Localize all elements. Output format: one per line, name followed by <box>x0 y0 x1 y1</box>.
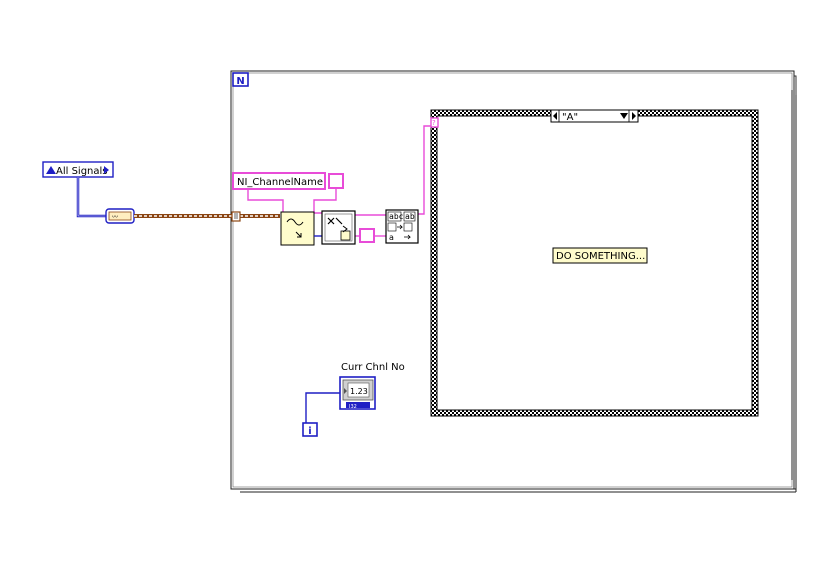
string-constant-small[interactable] <box>359 228 375 243</box>
loop-count-terminal[interactable]: N <box>232 72 249 87</box>
case-selector-label[interactable]: "A" <box>550 109 639 123</box>
svg-text:abc: abc <box>389 212 404 221</box>
comment-text: DO SOMETHING... <box>556 251 645 262</box>
iteration-terminal[interactable]: i <box>302 422 318 437</box>
indexing-tunnel[interactable] <box>231 211 241 222</box>
all-signals-label: All Signals <box>56 166 108 177</box>
decrement-arrow-icon[interactable] <box>553 112 557 120</box>
indicator-value: 1.23 <box>350 387 368 396</box>
up-arrow-icon <box>46 166 56 174</box>
indicator-label: Curr Chnl No <box>341 362 405 373</box>
dropdown-arrow-icon[interactable] <box>620 113 628 119</box>
case-selector-value: "A" <box>562 112 578 123</box>
string-wires <box>247 125 432 237</box>
iteration-wire <box>305 392 340 423</box>
waveform-icon: 〰 <box>112 214 118 221</box>
increment-arrow-icon[interactable] <box>632 112 636 120</box>
svg-text:ab: ab <box>405 212 415 221</box>
count-terminal-label: N <box>236 76 244 87</box>
channel-name-text: NI_ChannelName <box>237 177 323 188</box>
waveform-conversion-node[interactable]: 〰 <box>105 208 135 224</box>
get-waveform-attribute-node[interactable] <box>280 211 315 246</box>
case-selector-terminal[interactable] <box>430 117 439 128</box>
iteration-terminal-label: i <box>308 426 311 437</box>
variant-icon <box>327 217 343 225</box>
replace-arrow-icon <box>397 224 403 230</box>
unbundle-all-signals-node[interactable]: All Signals <box>42 161 114 178</box>
svg-text:I32: I32 <box>349 404 357 410</box>
arrow-icon <box>295 231 302 238</box>
numeric-wire-bundle <box>76 177 106 218</box>
variant-to-data-node[interactable] <box>321 210 356 245</box>
empty-string-constant[interactable] <box>328 173 344 189</box>
curr-chnl-no-indicator[interactable]: 1.23 I32 <box>339 376 376 410</box>
search-replace-string-node[interactable]: abc ab a <box>385 209 419 244</box>
right-arrow-icon <box>104 166 109 174</box>
channel-name-constant[interactable]: NI_ChannelName <box>232 172 326 190</box>
svg-text:a: a <box>389 233 394 242</box>
comment-label: DO SOMETHING... <box>552 247 648 264</box>
svg-text:?: ? <box>432 119 436 127</box>
